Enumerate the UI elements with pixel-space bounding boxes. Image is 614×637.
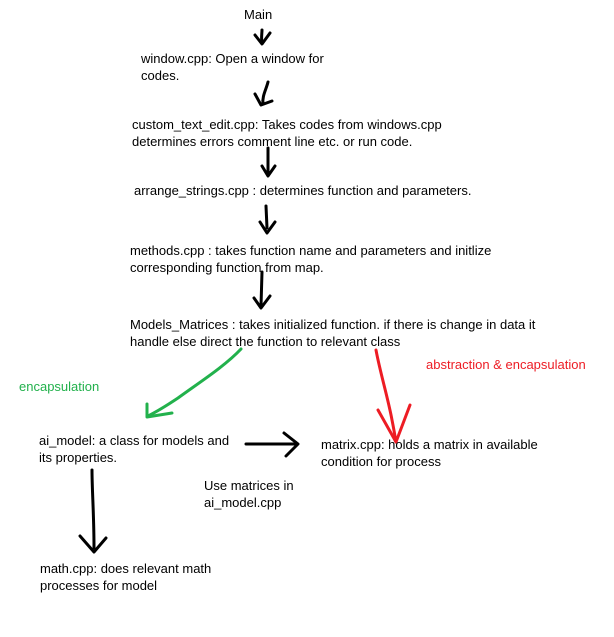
arrow-methods-to-models (252, 270, 272, 310)
node-custom-text-edit: custom_text_edit.cpp: Takes codes from w… (132, 117, 442, 149)
node-matrix: matrix.cpp: holds a matrix in available … (321, 437, 538, 469)
arrow-window-to-custom-text-edit (253, 80, 274, 107)
node-ai-model: ai_model: a class for models and its pro… (39, 433, 230, 465)
arrow-arrange-to-methods (258, 204, 277, 235)
node-math: math.cpp: does relevant math processes f… (40, 561, 212, 593)
arrow-ai-model-to-math (78, 468, 108, 554)
arrow-ai-model-to-matrix (244, 431, 300, 458)
arrow-models-to-ai-model (145, 347, 243, 419)
node-main: Main (244, 7, 273, 22)
arrow-main-to-window (253, 28, 272, 46)
node-window: window.cpp: Open a window for codes. (141, 51, 324, 83)
node-methods: methods.cpp : takes function name and pa… (130, 243, 492, 275)
label-abstraction-encapsulation: abstraction & encapsulation (426, 357, 586, 372)
label-encapsulation: encapsulation (19, 379, 100, 394)
arrow-models-to-matrix (374, 348, 412, 444)
node-models-matrices: Models_Matrices : takes initialized func… (130, 317, 536, 349)
label-use-matrices: Use matrices in ai_model.cpp (204, 478, 294, 510)
arrow-custom-to-arrange (260, 146, 277, 178)
node-arrange-strings: arrange_strings.cpp : determines functio… (134, 183, 472, 198)
